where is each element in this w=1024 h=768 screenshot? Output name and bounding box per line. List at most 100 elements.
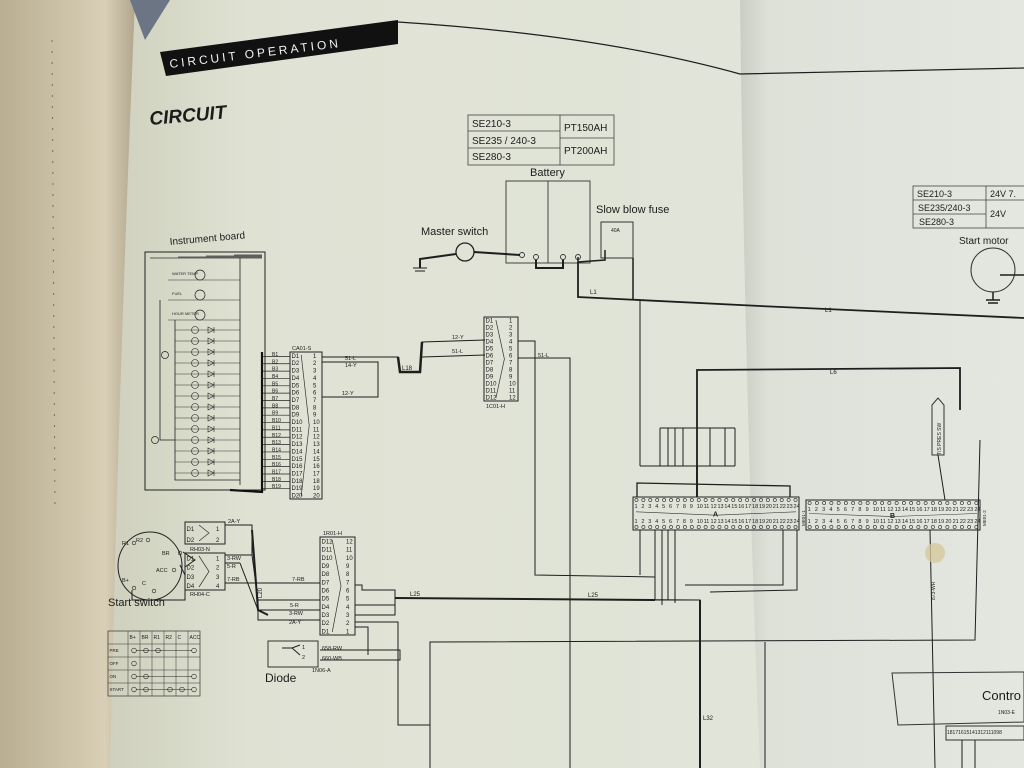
connector-pin: 16 bbox=[313, 464, 320, 470]
controller-box bbox=[891, 671, 1024, 726]
wire-label: L32 bbox=[703, 716, 714, 722]
connector-pin: 22 bbox=[780, 519, 786, 525]
pin-terminal bbox=[916, 501, 921, 505]
connector-pin: 21 bbox=[773, 504, 779, 510]
connector-pin: D3 bbox=[486, 333, 494, 339]
wire-label: 658-RW bbox=[322, 646, 343, 652]
connector-pin: 2 bbox=[815, 507, 818, 513]
wire-label: 51-L bbox=[538, 353, 549, 359]
connector-body bbox=[805, 499, 981, 531]
connector-pin: 12 bbox=[711, 504, 717, 510]
pin-terminal bbox=[669, 498, 673, 502]
pin-terminal bbox=[779, 525, 784, 529]
connector-pin: D8 bbox=[292, 405, 300, 411]
pin-terminal bbox=[752, 525, 756, 529]
connector-pin: 9 bbox=[866, 519, 869, 525]
battery-model: SE210-3 bbox=[472, 119, 511, 130]
connector-pin: D1 bbox=[187, 556, 195, 562]
connector-pin: D18 bbox=[292, 479, 304, 485]
fuse-rating: 40A bbox=[611, 228, 621, 234]
pin-terminal bbox=[724, 525, 729, 529]
background-corner bbox=[130, 0, 170, 40]
pin-terminal bbox=[745, 498, 750, 502]
connector-pin: 3 bbox=[822, 519, 825, 525]
pin-terminal bbox=[901, 501, 906, 505]
connector-pin: D2 bbox=[292, 361, 300, 367]
connector-pin: 24 bbox=[974, 507, 980, 513]
switch-terminal bbox=[151, 588, 157, 594]
connector-pin: 13 bbox=[717, 519, 723, 525]
header-rule bbox=[397, 21, 1024, 75]
pin-terminal bbox=[676, 498, 680, 502]
pin-terminal bbox=[738, 525, 743, 529]
pin-terminal bbox=[696, 498, 701, 502]
pin-terminal bbox=[759, 498, 763, 502]
connector-pin: D1 bbox=[292, 354, 300, 360]
connector-pin: 12 bbox=[509, 396, 516, 402]
wire-label: B12 bbox=[272, 433, 281, 439]
connector-pin: 2 bbox=[216, 538, 220, 544]
pin-terminal bbox=[648, 498, 653, 502]
connector-pin: 8 bbox=[509, 368, 513, 374]
connector-pin: 4 bbox=[346, 605, 350, 611]
wire-label: 2A-Y bbox=[289, 620, 302, 626]
table-header: B+ bbox=[130, 635, 136, 641]
connector-pin: 20 bbox=[766, 504, 772, 510]
connector-pin: 15 bbox=[909, 507, 915, 513]
pin-terminal bbox=[662, 498, 667, 502]
pin-terminal bbox=[829, 525, 834, 529]
pin-terminal bbox=[930, 525, 935, 529]
wire-label: 873-WR bbox=[931, 581, 937, 600]
motor-table bbox=[912, 185, 1024, 229]
table-header: R2 bbox=[166, 635, 173, 641]
pin-terminal bbox=[945, 525, 950, 529]
meter-label: FUEL bbox=[172, 291, 183, 296]
pin-terminal bbox=[945, 501, 950, 505]
wire-label: L18 bbox=[402, 366, 413, 372]
connector-pin: D19 bbox=[292, 486, 304, 492]
connector-pin: D10 bbox=[486, 382, 498, 388]
connector-pin: D7 bbox=[322, 580, 330, 586]
connector-name: ME01-2 bbox=[982, 510, 987, 526]
wire-label: B18 bbox=[272, 477, 281, 483]
wire-label: 7-RB bbox=[227, 577, 240, 583]
connector-pin: 1 bbox=[634, 504, 637, 510]
connector-pin: 7 bbox=[851, 507, 854, 513]
connector-pin: 10 bbox=[509, 382, 516, 388]
connector-pin: 4 bbox=[509, 340, 513, 346]
controller-connector-name: 1N03-E bbox=[998, 710, 1016, 716]
pin-terminal bbox=[641, 525, 646, 529]
connector-pin: 22 bbox=[960, 507, 966, 513]
connector-pin: 19 bbox=[759, 504, 765, 510]
connector-pin: 23 bbox=[967, 507, 973, 513]
connector-pin: D3 bbox=[322, 613, 330, 619]
pin-terminal bbox=[682, 525, 687, 529]
stain bbox=[925, 543, 945, 563]
connector-pin: 4 bbox=[216, 584, 220, 590]
connector-pin: D20 bbox=[292, 494, 304, 500]
pin-terminal bbox=[865, 501, 870, 505]
connector-pin: 7 bbox=[346, 580, 350, 586]
connector-pin: 4 bbox=[655, 519, 658, 525]
connector-pin: D2 bbox=[322, 621, 330, 627]
connector-pin: 7 bbox=[676, 504, 679, 510]
wires-to-connector-a bbox=[639, 300, 736, 467]
connector-pin: D8 bbox=[486, 368, 494, 374]
wire-label: L1 bbox=[590, 290, 597, 296]
battery-model: SE235 / 240-3 bbox=[472, 136, 536, 147]
connector-pin: 9 bbox=[346, 564, 350, 570]
connector-pin: 6 bbox=[313, 391, 317, 397]
motor-model: SE210-3 bbox=[917, 189, 952, 199]
table-row-label: PRE bbox=[110, 648, 119, 653]
battery-rating: PT200AH bbox=[564, 146, 607, 157]
pin-terminal bbox=[772, 498, 777, 502]
connector-divider bbox=[331, 539, 342, 633]
wire-label: L25 bbox=[410, 592, 421, 598]
connector-pin: 20 bbox=[945, 507, 951, 513]
switch-terminal-label: B+ bbox=[122, 578, 129, 584]
diode-icon bbox=[282, 644, 301, 656]
wire-l20 bbox=[251, 529, 269, 616]
connector-pin: 19 bbox=[759, 519, 765, 525]
